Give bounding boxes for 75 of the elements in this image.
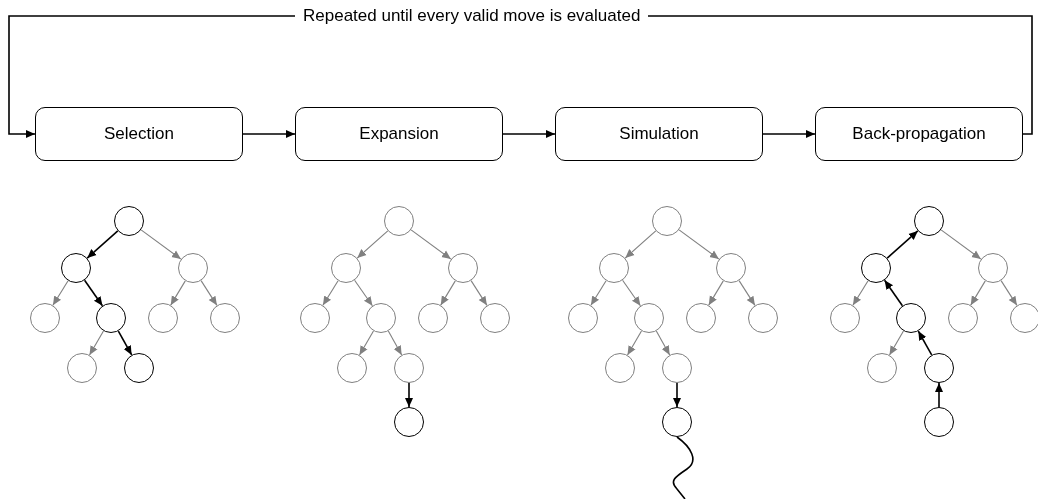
arrow: [502, 130, 556, 138]
process-box: Back-propagation: [815, 107, 1023, 161]
arrow: [886, 230, 919, 259]
tree-node: [1010, 303, 1038, 333]
tree-node: [30, 303, 60, 333]
tree-node: [924, 407, 954, 437]
tree-node: [830, 303, 860, 333]
tree-node: [948, 303, 978, 333]
tree-node: [480, 303, 510, 333]
process-box: Expansion: [295, 107, 503, 161]
tree-node: [748, 303, 778, 333]
arrow: [762, 130, 816, 138]
arrow: [917, 330, 933, 356]
tree-node: [861, 253, 891, 283]
arrow: [322, 280, 339, 306]
arrow: [410, 229, 452, 260]
arrow: [170, 280, 186, 306]
arrow: [440, 280, 456, 306]
arrow: [935, 382, 943, 408]
arrow: [354, 279, 373, 307]
arrow: [622, 279, 641, 307]
tree-node: [384, 206, 414, 236]
tree-node: [914, 206, 944, 236]
tree-node: [300, 303, 330, 333]
arrow: [200, 280, 218, 306]
tree-node: [652, 206, 682, 236]
tree-node: [568, 303, 598, 333]
tree-node: [418, 303, 448, 333]
arrow: [738, 280, 756, 306]
arrow: [140, 229, 182, 260]
tree-node: [448, 253, 478, 283]
arrow: [242, 130, 296, 138]
tree-node: [634, 303, 664, 333]
arrow: [356, 230, 389, 259]
arrow: [470, 280, 488, 306]
tree-node: [978, 253, 1008, 283]
arrow: [1000, 280, 1018, 306]
arrow: [590, 280, 607, 306]
arrow: [673, 382, 681, 408]
tree-node: [366, 303, 396, 333]
arrow: [678, 229, 720, 260]
tree-node: [96, 303, 126, 333]
tree-node: [114, 206, 144, 236]
process-box: Selection: [35, 107, 243, 161]
arrow: [86, 230, 119, 259]
process-box: Simulation: [555, 107, 763, 161]
tree-node: [148, 303, 178, 333]
tree-node: [662, 353, 692, 383]
arrow: [117, 330, 133, 356]
tree-node: [599, 253, 629, 283]
tree-node: [716, 253, 746, 283]
arrow: [708, 280, 724, 306]
tree-node: [605, 353, 635, 383]
arrow: [52, 280, 69, 306]
tree-node: [662, 407, 692, 437]
tree-node: [124, 353, 154, 383]
tree-node: [210, 303, 240, 333]
tree-node: [867, 353, 897, 383]
arrow: [940, 229, 982, 260]
arrow: [405, 382, 413, 408]
arrow: [852, 280, 869, 306]
arrow: [624, 230, 657, 259]
tree-node: [686, 303, 716, 333]
tree-node: [331, 253, 361, 283]
tree-node: [896, 303, 926, 333]
tree-node: [394, 353, 424, 383]
tree-node: [67, 353, 97, 383]
tree-node: [394, 407, 424, 437]
tree-node: [337, 353, 367, 383]
tree-node: [61, 253, 91, 283]
arrow: [883, 279, 904, 307]
tree-node: [178, 253, 208, 283]
arrow: [83, 279, 104, 307]
tree-node: [924, 353, 954, 383]
arrow: [970, 280, 986, 306]
